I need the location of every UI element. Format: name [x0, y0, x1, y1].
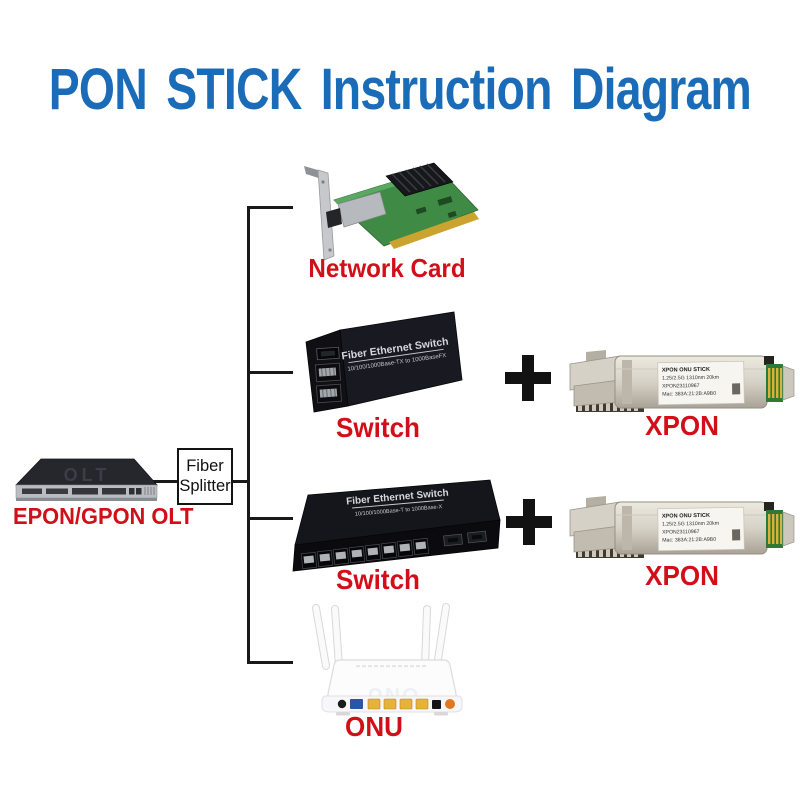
- heatsink: [385, 162, 454, 197]
- line-branch-switch1: [247, 371, 293, 374]
- svg-text:Mac: 383A:21:2B:A9B0: Mac: 383A:21:2B:A9B0: [662, 391, 716, 398]
- sfp-port-opening: [326, 208, 342, 228]
- olt-device-image: OLT: [15, 458, 158, 501]
- fiber-splitter-label-line2: Splitter: [179, 476, 231, 495]
- olt-label: EPON/GPON OLT: [13, 503, 194, 529]
- onu-ports: [337, 698, 455, 710]
- onu-antennas: [312, 603, 450, 670]
- svg-text:Mac: 383A:21:2B:A9B0: Mac: 383A:21:2B:A9B0: [662, 537, 716, 544]
- line-olt-to-splitter: [152, 480, 179, 483]
- switch2-sfp-slots: [443, 530, 487, 547]
- switch1-image: Fiber Ethernet Switch 10/100/1000Base-TX…: [305, 311, 463, 413]
- page-title-row: PON STICK Instruction Diagram: [0, 52, 800, 126]
- gold-edge-connector: [389, 212, 479, 249]
- xpon-module1-image: XPON ONU STICK 1.25/2.5G 1310nm 20km XPO…: [569, 350, 795, 412]
- olt-embossed-text: OLT: [64, 465, 111, 485]
- svg-text:XPON23110967: XPON23110967: [662, 383, 700, 390]
- pci-bracket: [304, 166, 335, 261]
- sfp-latch: [622, 506, 632, 550]
- switch2-image: Fiber Ethernet Switch 10/100/1000Base-T …: [292, 479, 501, 572]
- line-branch-switch2: [247, 517, 293, 520]
- svg-text:1.25/2.5G 1310nm 20km: 1.25/2.5G 1310nm 20km: [662, 521, 719, 528]
- sfp-latch: [622, 360, 632, 404]
- xpon2-label: XPON: [645, 560, 719, 591]
- onu-feet: [336, 712, 448, 716]
- svg-text:1.25/2.5G 1310nm 20km: 1.25/2.5G 1310nm 20km: [662, 375, 719, 382]
- xpon-module2-image: XPON ONU STICK 1.25/2.5G 1310nm 20km XPO…: [569, 496, 795, 558]
- sfp-gold-fingers: [768, 514, 782, 544]
- plus-icon: [506, 499, 552, 545]
- sfp-sticker: XPON ONU STICK 1.25/2.5G 1310nm 20km XPO…: [657, 506, 745, 552]
- switch2-rj45-ports: [300, 537, 430, 570]
- line-splitter-to-trunk: [231, 480, 249, 483]
- sfp-tip: [782, 511, 795, 547]
- sfp-gold-fingers: [768, 368, 782, 398]
- fiber-splitter-label-line1: Fiber: [186, 457, 224, 476]
- switch1-label: Switch: [336, 412, 420, 443]
- line-branch-onu: [247, 661, 293, 664]
- line-trunk-vertical: [247, 206, 250, 664]
- sfp-tip: [782, 365, 795, 401]
- onu-vents: [356, 665, 426, 668]
- network-card-image: [304, 162, 479, 261]
- fiber-splitter-box: Fiber Splitter: [177, 448, 233, 505]
- sfp-cage: [337, 191, 387, 228]
- onu-label: ONU: [345, 711, 403, 742]
- pcb-components: [415, 196, 457, 219]
- plus-icon: [505, 355, 551, 401]
- network-card-label: Network Card: [308, 253, 466, 283]
- page-title: PON STICK Instruction Diagram: [48, 56, 752, 122]
- sfp-sticker: XPON ONU STICK 1.25/2.5G 1310nm 20km XPO…: [657, 360, 745, 406]
- svg-text:XPON ONU STICK: XPON ONU STICK: [662, 367, 710, 374]
- sfp-pcb-component: [764, 502, 774, 511]
- onu-image: ONU: [312, 603, 463, 716]
- olt-base: [16, 498, 157, 501]
- switch2-label: Switch: [336, 564, 420, 595]
- line-branch-network-card: [247, 206, 293, 209]
- svg-text:XPON23110967: XPON23110967: [662, 529, 700, 536]
- xpon1-label: XPON: [645, 410, 719, 441]
- sfp-pcb-component: [764, 356, 774, 365]
- svg-text:XPON ONU STICK: XPON ONU STICK: [662, 513, 710, 520]
- olt-ports: [22, 487, 155, 495]
- switch1-ports: [314, 346, 342, 404]
